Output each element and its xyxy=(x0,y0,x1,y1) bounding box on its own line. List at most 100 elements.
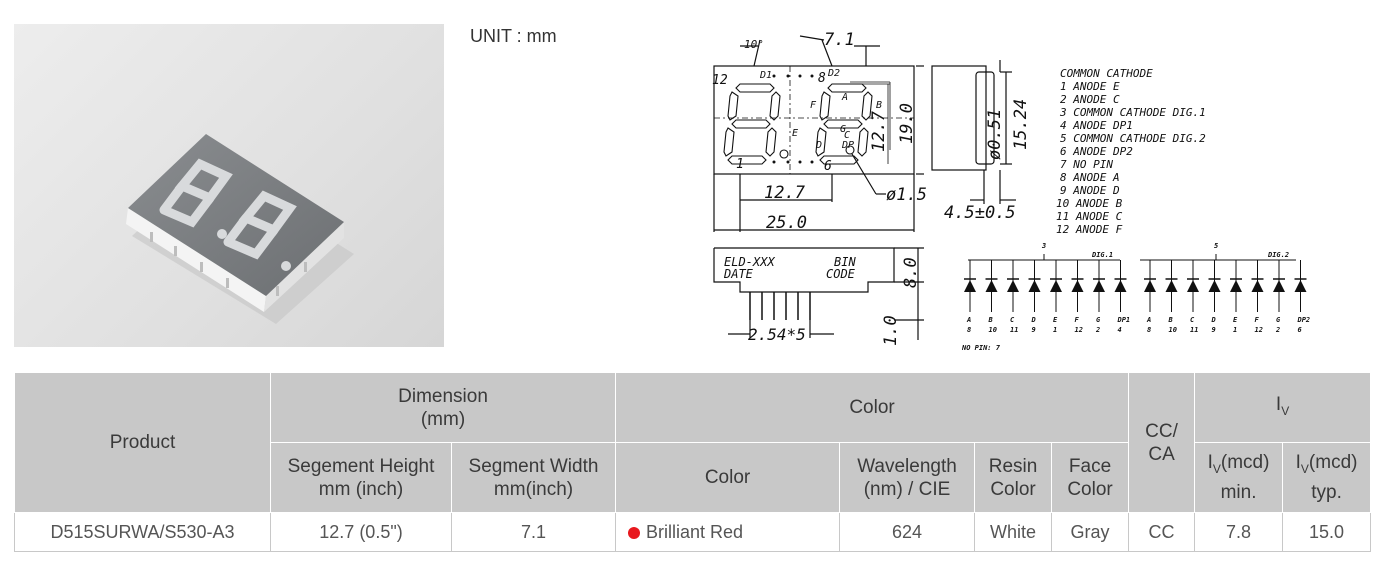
circuit-diagram: 3 5 DIG.1 DIG.2 NO PIN: 7 A8B10C11D9E1F1… xyxy=(961,242,1310,352)
dig2-label: DIG.2 xyxy=(1267,251,1289,259)
segment-letter: F xyxy=(1255,316,1260,324)
red-dot-icon xyxy=(628,526,641,539)
cell-product: D515SURWA/S530-A3 xyxy=(14,512,271,552)
common-pin-3: 3 xyxy=(1041,242,1046,250)
seg-label-c: C xyxy=(844,130,850,141)
segment-pin-number: 8 xyxy=(1147,326,1151,334)
digit-segments xyxy=(159,158,297,260)
segment-letter: DP2 xyxy=(1297,316,1311,324)
segment-pin-number: 11 xyxy=(1190,326,1198,334)
segment-letter: E xyxy=(1053,316,1058,324)
dim-12-7-v: 12.7 xyxy=(869,110,889,152)
cell-segment-width: 7.1 xyxy=(450,512,617,552)
header-color-group: Color xyxy=(615,372,1130,443)
segment-letter: A xyxy=(966,316,971,324)
side-label-bin: BIN xyxy=(834,255,856,269)
segment-pin-number: 10 xyxy=(1169,326,1177,334)
segment-letter: E xyxy=(1233,316,1238,324)
segment-letter: DP1 xyxy=(1117,316,1131,324)
pin-list-item: COMMON CATHODE xyxy=(1060,67,1153,80)
pin-list-item: 12 ANODE F xyxy=(1056,223,1123,236)
header-wavelength: Wavelength(nm) / CIE xyxy=(839,442,976,513)
header-color: Color xyxy=(615,442,841,513)
dim-25-0: 25.0 xyxy=(766,213,807,233)
pin-list-item: 3 COMMON CATHODE DIG.1 xyxy=(1059,106,1206,119)
cell-cc-ca: CC xyxy=(1128,512,1196,552)
diode-icon xyxy=(1294,280,1307,292)
dim-8-0: 8.0 xyxy=(901,257,921,288)
cell-wavelength: 624 xyxy=(839,512,976,552)
dim-4-5: 4.5±0.5 xyxy=(944,203,1016,223)
segment-pin-number: 8 xyxy=(967,326,971,334)
pin-list-item: 11 ANODE C xyxy=(1056,210,1123,223)
segment-letter: B xyxy=(1168,316,1174,324)
diode-icon xyxy=(964,280,976,292)
dim-pin-pitch: 2.54*5 xyxy=(748,325,806,344)
pin-list-item: 7 NO PIN xyxy=(1060,158,1113,171)
pin-label-8: 8 xyxy=(818,71,826,86)
side-label-model: ELD-XXX xyxy=(724,255,775,269)
header-product: Product xyxy=(14,372,271,513)
side-outline xyxy=(931,65,987,171)
dim-1-0: 1.0 xyxy=(881,315,901,346)
pin-label-6: 6 xyxy=(824,159,832,174)
segment-pin-number: 12 xyxy=(1255,326,1263,334)
cell-iv-min: 7.8 xyxy=(1194,512,1284,552)
cell-resin-color: White xyxy=(974,512,1053,552)
seg-label-g: G xyxy=(840,124,846,135)
diode-icon xyxy=(1251,280,1264,292)
pin-label-12: 12 xyxy=(712,73,728,88)
diode-icon xyxy=(1007,280,1019,292)
table-row: D515SURWA/S530-A3 12.7 (0.5") 7.1 Brilli… xyxy=(14,512,1372,552)
segment-pin-number: 1 xyxy=(1053,326,1057,334)
dim-19-0: 19.0 xyxy=(897,103,917,144)
side-label-date: DATE xyxy=(723,267,754,281)
pin-list-item: 6 ANODE DP2 xyxy=(1060,145,1133,158)
seg-label-e: E xyxy=(792,128,798,139)
segment-letter: C xyxy=(1190,316,1195,324)
segment-letter: G xyxy=(1096,316,1101,324)
seg-label-dp: DP xyxy=(841,140,854,151)
pin-list-item: 5 COMMON CATHODE DIG.2 xyxy=(1060,132,1206,145)
header-iv-min: IV(mcd)min. xyxy=(1194,442,1284,513)
segment-pin-number: 2 xyxy=(1095,326,1100,334)
cell-segment-height: 12.7 (0.5") xyxy=(270,512,452,552)
segment-letter: D xyxy=(1031,316,1036,324)
segment-pin-number: 10 xyxy=(989,326,997,334)
segment-letter: A xyxy=(1146,316,1151,324)
dim-10deg: 10° xyxy=(744,38,764,51)
dimension-drawing: 10° 7.1 12 D1 8 D2 A F B G E C D DP 1 6 … xyxy=(712,30,1310,352)
common-pin-5: 5 xyxy=(1214,242,1218,250)
segment-pin-number: 9 xyxy=(1212,326,1216,334)
pin-list-item: 8 ANODE A xyxy=(1060,171,1120,184)
seg-label-f: F xyxy=(810,100,817,111)
header-iv: IV xyxy=(1194,372,1372,443)
dim-12-7-h: 12.7 xyxy=(764,183,806,203)
pin-list-item: 9 ANODE D xyxy=(1060,184,1120,197)
product-photo xyxy=(14,24,444,347)
diode-icon xyxy=(1187,280,1199,292)
dim-7-1: 7.1 xyxy=(824,30,855,50)
pin-list-item: 2 ANODE C xyxy=(1060,93,1120,106)
label-d2: D2 xyxy=(827,68,840,79)
pin-list-item: 10 ANODE B xyxy=(1056,197,1123,210)
segment-pin-number: 6 xyxy=(1298,326,1302,334)
label-d1: D1 xyxy=(759,70,772,81)
segment-pin-number: 1 xyxy=(1233,326,1237,334)
diode-icon xyxy=(1165,280,1178,292)
segment-letter: G xyxy=(1276,316,1281,324)
segment-pin-number: 9 xyxy=(1032,326,1036,334)
segment-pin-number: 2 xyxy=(1275,326,1280,334)
pin-list-item: 1 ANODE E xyxy=(1060,80,1120,93)
cell-color: Brilliant Red xyxy=(615,512,841,552)
segment-letter: F xyxy=(1075,316,1080,324)
segment-letter: D xyxy=(1211,316,1216,324)
led-display-image xyxy=(126,134,354,324)
diode-icon xyxy=(1208,280,1221,292)
spec-table: Product Dimension (mm) Color CC/ CA IV S… xyxy=(14,372,1372,552)
dig1-label: DIG.1 xyxy=(1091,251,1113,259)
segment-pin-number: 12 xyxy=(1075,326,1083,334)
